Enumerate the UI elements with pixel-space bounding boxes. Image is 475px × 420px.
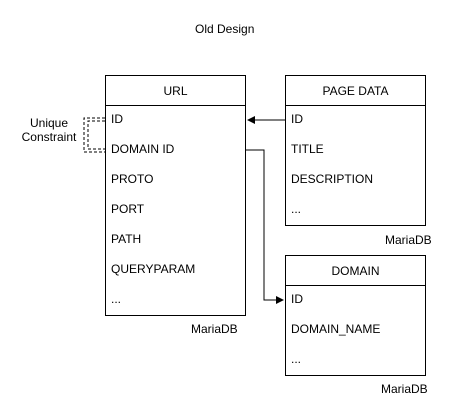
annotation-line-2: Constraint [21, 130, 77, 144]
url-field-port: PORT [111, 202, 145, 216]
url-db-label: MariaDB [191, 322, 238, 336]
url-field-proto: PROTO [111, 172, 154, 186]
url-field-domain-id: DOMAIN ID [111, 142, 175, 156]
unique-constraint-bracket [83, 117, 105, 153]
page-data-table-header: PAGE DATA [286, 76, 425, 106]
url-to-domain-arrow [246, 149, 284, 304]
url-table[interactable]: URL ID DOMAIN ID PROTO PORT PATH QUERYPA… [105, 75, 246, 316]
url-field-path: PATH [111, 232, 142, 246]
domain-table-header: DOMAIN [286, 256, 425, 286]
url-table-header: URL [106, 76, 245, 106]
domain-field-more: ... [291, 352, 302, 366]
diagram-title: Old Design [195, 22, 255, 36]
url-field-id: ID [111, 112, 123, 126]
page-data-field-id: ID [291, 112, 303, 126]
page-data-field-description: DESCRIPTION [291, 172, 374, 186]
annotation-line-1: Unique [29, 116, 69, 130]
url-field-more: ... [111, 292, 122, 306]
domain-table[interactable]: DOMAIN ID DOMAIN_NAME ... [285, 255, 426, 376]
page-data-field-title: TITLE [291, 142, 324, 156]
domain-field-domain-name: DOMAIN_NAME [291, 322, 381, 336]
page-data-field-more: ... [291, 202, 302, 216]
page-data-table[interactable]: PAGE DATA ID TITLE DESCRIPTION ... [285, 75, 426, 226]
domain-db-label: MariaDB [381, 382, 428, 396]
page-data-db-label: MariaDB [385, 233, 432, 247]
url-field-queryparam: QUERYPARAM [111, 262, 196, 276]
domain-field-id: ID [291, 292, 303, 306]
